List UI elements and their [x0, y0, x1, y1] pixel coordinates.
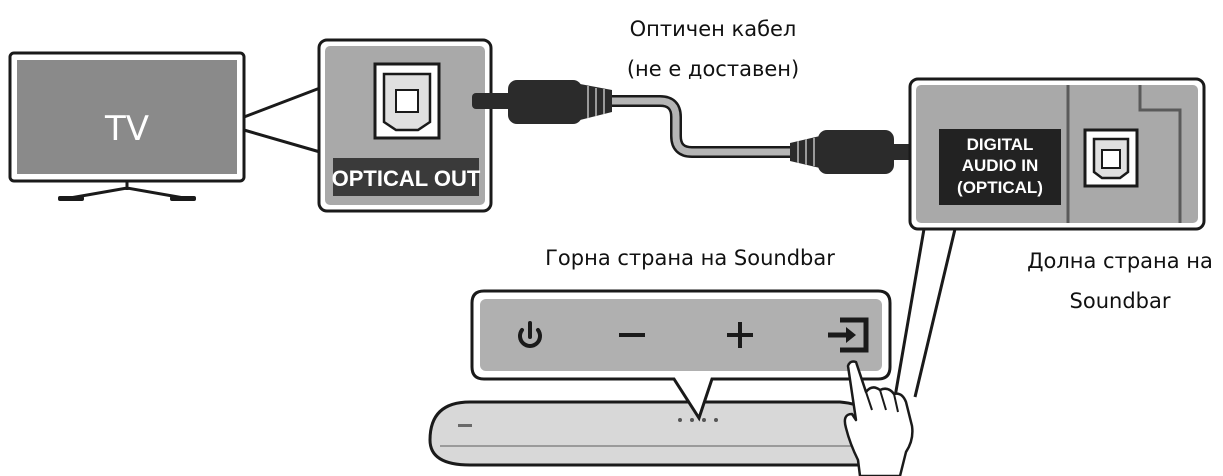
- bottom-callout-lines: [893, 228, 957, 398]
- optical-cable: [472, 80, 932, 174]
- optical-port-icon: [373, 62, 441, 140]
- tv-label: TV: [104, 109, 149, 149]
- soundbar-top-panel: [470, 289, 892, 422]
- optical-out-panel: OPTICAL OUT: [317, 38, 493, 213]
- cable-label-line2: (не е доставен): [627, 57, 799, 81]
- power-button[interactable]: [518, 321, 542, 348]
- digital-in-line1: DIGITAL: [967, 135, 1034, 154]
- bottom-side-label-line1: Долна страна на: [1027, 249, 1213, 273]
- input-source-button[interactable]: [828, 317, 869, 353]
- plus-icon: [727, 322, 753, 348]
- digital-in-line3: (OPTICAL): [957, 178, 1043, 197]
- hand-pressing-icon: [843, 360, 914, 476]
- input-source-icon: [828, 317, 869, 353]
- power-icon: [518, 328, 542, 348]
- volume-up-button[interactable]: [727, 322, 753, 348]
- cable-label-line1: Оптичен кабел: [630, 17, 797, 41]
- digital-audio-in-panel: DIGITAL AUDIO IN (OPTICAL): [908, 77, 1206, 231]
- tv-callout-lines: [243, 86, 321, 154]
- tv: TV: [8, 51, 246, 201]
- digital-in-line2: AUDIO IN: [962, 156, 1039, 175]
- digital-in-port-icon: [1083, 128, 1139, 188]
- bottom-side-label-line2: Soundbar: [1070, 289, 1171, 313]
- top-side-label: Горна страна на Soundbar: [545, 246, 835, 270]
- soundbar: [428, 400, 890, 467]
- cable-plug-left: [472, 80, 612, 124]
- optical-out-label: OPTICAL OUT: [332, 166, 481, 191]
